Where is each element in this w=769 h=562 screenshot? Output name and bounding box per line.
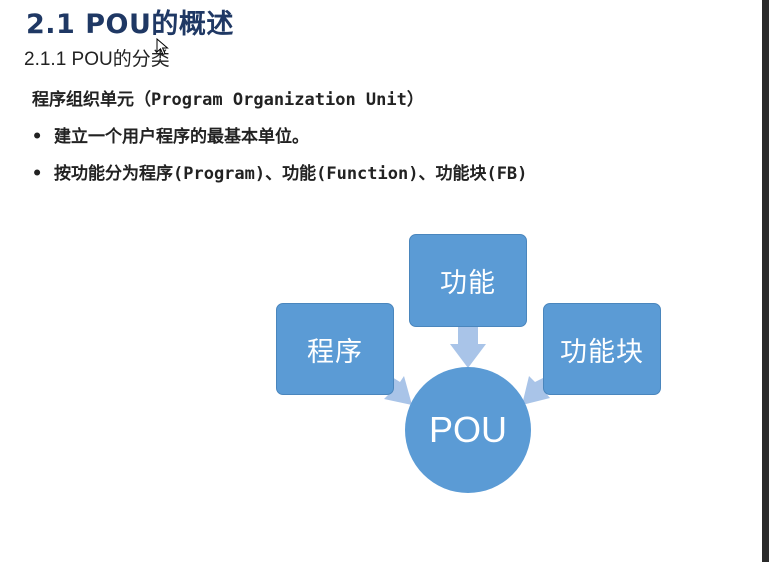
bullet-item-1: • 建立一个用户程序的最基本单位。 bbox=[32, 122, 309, 147]
node-program: 程序 bbox=[276, 303, 394, 395]
slide-title: 2.1 POU的概述 bbox=[26, 9, 234, 40]
bullet-item-2: • 按功能分为程序(Program)、功能(Function)、功能块(FB) bbox=[32, 159, 527, 184]
node-pou: POU bbox=[405, 367, 531, 493]
slide-subtitle: 2.1.1 POU的分类 bbox=[24, 49, 170, 70]
node-function-block: 功能块 bbox=[543, 303, 661, 395]
node-function: 功能 bbox=[409, 234, 527, 327]
mouse-cursor-icon bbox=[156, 38, 169, 56]
bullet-text-1: 建立一个用户程序的最基本单位。 bbox=[54, 127, 309, 147]
bullet-dot-icon: • bbox=[32, 164, 43, 184]
bullet-text-2: 按功能分为程序(Program)、功能(Function)、功能块(FB) bbox=[54, 164, 528, 184]
arrow-function-to-pou bbox=[450, 326, 486, 368]
window-edge bbox=[762, 0, 769, 562]
bullet-dot-icon: • bbox=[32, 127, 43, 147]
section-heading: 程序组织单元（Program Organization Unit） bbox=[32, 90, 424, 110]
